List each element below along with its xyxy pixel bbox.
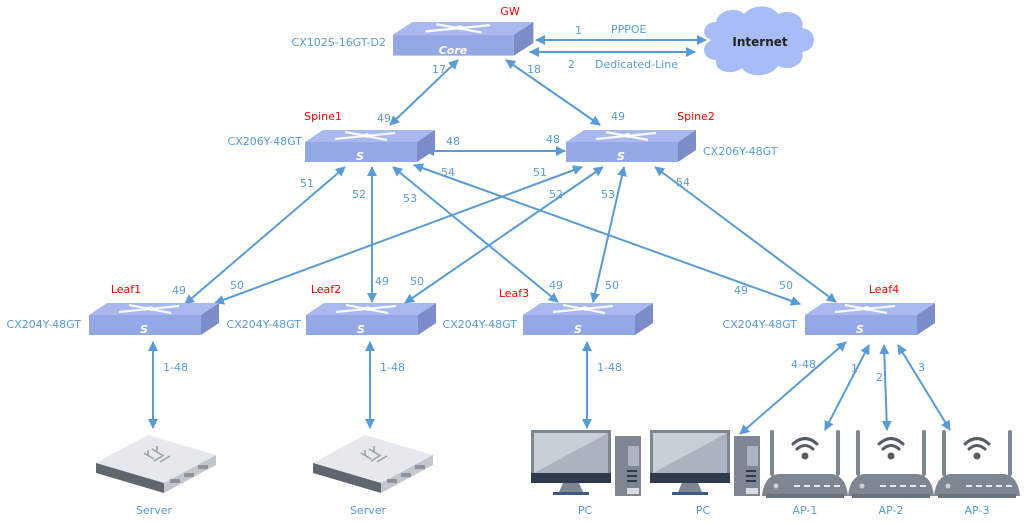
endpoint-label: PC xyxy=(696,504,711,517)
wan-label-dedicated: Dedicated-Line xyxy=(595,58,678,71)
link-spine2-leaf4 xyxy=(654,166,837,303)
cloud-icon xyxy=(704,6,814,76)
leaf3-role-label: S xyxy=(574,323,582,336)
endpoint-label: Server xyxy=(136,504,173,517)
port-label: 50 xyxy=(605,279,619,292)
port-label: 18 xyxy=(527,63,541,76)
endpoint-ap-3[interactable]: AP-3 xyxy=(932,428,1022,517)
link-leaf4-ap3 xyxy=(897,344,951,431)
leaf2-role-label: S xyxy=(357,323,365,336)
link-spine2-leaf1 xyxy=(214,165,583,305)
port-label: 1 xyxy=(851,362,858,375)
port-label: 2 xyxy=(876,371,883,384)
port-label: 53 xyxy=(403,192,417,205)
port-label: 49 xyxy=(549,279,563,292)
link-leaf4-ap2 xyxy=(879,344,892,431)
spine2-model: CX206Y-48GT xyxy=(703,145,778,158)
port-label: 1-48 xyxy=(380,361,405,374)
link-spine2-leaf3 xyxy=(590,166,627,303)
port-labels: 17 18 49 49 48 48 51 52 53 54 51 52 53 5… xyxy=(163,63,925,384)
leaf4-name: Leaf4 xyxy=(869,283,899,296)
endpoint-label: AP-2 xyxy=(879,504,904,517)
server-icon xyxy=(312,434,434,494)
gateway-role-label: Core xyxy=(439,44,468,57)
server-icon xyxy=(95,434,217,494)
spine2-name: Spine2 xyxy=(677,110,715,123)
spine2-switch[interactable]: S xyxy=(564,128,698,164)
port-label: 4-48 xyxy=(791,358,816,371)
internet-cloud: Internet xyxy=(704,6,814,76)
port-label: 51 xyxy=(300,177,314,190)
port-label: 49 xyxy=(377,112,391,125)
leaf4-role-label: S xyxy=(856,323,864,336)
leaf1-switch[interactable]: S xyxy=(87,301,221,337)
leaf2-name: Leaf2 xyxy=(311,283,341,296)
spine1-name: Spine1 xyxy=(304,110,342,123)
gateway-name: GW xyxy=(500,5,520,18)
port-label: 49 xyxy=(734,284,748,297)
port-label: 48 xyxy=(446,135,460,148)
link-spine2-leaf2 xyxy=(404,166,604,304)
port-label: 49 xyxy=(611,110,625,123)
endpoint-server-1[interactable]: Server xyxy=(95,434,217,517)
endpoint-label: AP-1 xyxy=(793,504,818,517)
endpoint-ap-1[interactable]: AP-1 xyxy=(760,428,850,517)
port-label: 54 xyxy=(676,176,690,189)
port-label: 50 xyxy=(410,275,424,288)
leaf4-switch[interactable]: S xyxy=(803,301,937,337)
gateway-model: CX102S-16GT-D2 xyxy=(292,36,386,49)
spine1-role-label: S xyxy=(356,150,364,163)
leaf2-switch[interactable]: S xyxy=(304,301,438,337)
port-label: 48 xyxy=(546,133,560,146)
port-label: 52 xyxy=(549,188,563,201)
link-gw-spine2 xyxy=(505,59,601,126)
port-label: 3 xyxy=(918,361,925,374)
leaf3-model: CX204Y-48GT xyxy=(443,318,518,331)
spine2-role-label: S xyxy=(617,150,625,163)
port-label: 54 xyxy=(441,166,455,179)
port-label: 49 xyxy=(375,275,389,288)
access-point-icon xyxy=(932,428,1022,500)
leaf1-role-label: S xyxy=(140,323,148,336)
wan-label-pppoe: PPPOE xyxy=(611,23,647,36)
leaf1-model: CX204Y-48GT xyxy=(7,318,82,331)
pc-icon xyxy=(531,430,641,496)
leaf3-name: Leaf3 xyxy=(499,287,529,300)
endpoint-pc-2[interactable]: PC xyxy=(650,430,760,517)
wan-port-2: 2 xyxy=(568,58,575,71)
endpoint-label: AP-3 xyxy=(965,504,990,517)
link-leaf4-ap1 xyxy=(824,344,870,431)
port-label: 50 xyxy=(779,279,793,292)
internet-label: Internet xyxy=(732,35,787,49)
pc-icon xyxy=(650,430,760,496)
leaf2-model: CX204Y-48GT xyxy=(227,318,302,331)
leaf1-name: Leaf1 xyxy=(111,283,141,296)
port-label: 50 xyxy=(230,279,244,292)
access-point-icon xyxy=(846,428,936,500)
spine1-model: CX206Y-48GT xyxy=(228,135,303,148)
port-label: 52 xyxy=(352,188,366,201)
port-label: 1-48 xyxy=(597,361,622,374)
endpoint-ap-2[interactable]: AP-2 xyxy=(846,428,936,517)
wan-port-1: 1 xyxy=(575,24,582,37)
spine1-switch[interactable]: S xyxy=(303,128,437,164)
port-label: 17 xyxy=(432,63,446,76)
endpoint-server-2[interactable]: Server xyxy=(312,434,434,517)
access-point-icon xyxy=(760,428,850,500)
port-label: 49 xyxy=(172,284,186,297)
link-gw-spine1 xyxy=(389,59,459,126)
port-label: 53 xyxy=(601,188,615,201)
leaf4-model: CX204Y-48GT xyxy=(723,318,798,331)
port-label: 51 xyxy=(533,166,547,179)
endpoint-label: Server xyxy=(350,504,387,517)
port-label: 1-48 xyxy=(163,361,188,374)
endpoint-label: PC xyxy=(578,504,593,517)
leaf3-switch[interactable]: S xyxy=(521,301,655,337)
gateway-switch[interactable]: Core xyxy=(391,20,535,57)
endpoint-pc-1[interactable]: PC xyxy=(531,430,641,517)
links xyxy=(148,35,951,435)
